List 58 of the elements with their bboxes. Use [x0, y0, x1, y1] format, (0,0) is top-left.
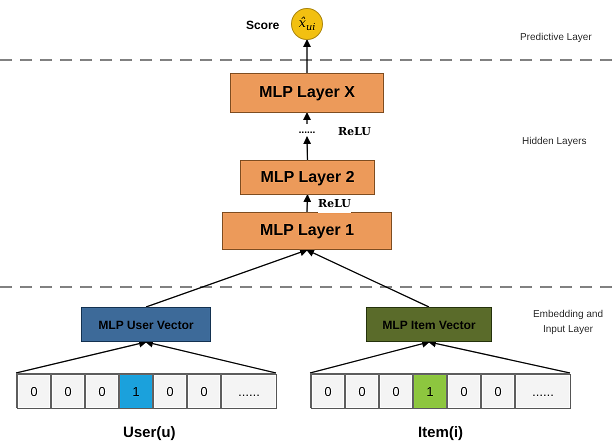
- node-label: 0: [324, 382, 332, 401]
- vector-cell: [481, 374, 515, 409]
- node-label: 1: [132, 382, 140, 401]
- node-label: ......: [298, 124, 316, 138]
- node-label: 0: [392, 382, 400, 401]
- node-label: MLP Item Vector: [382, 316, 476, 334]
- score-symbol: x̂$_{ui}$: [298, 15, 316, 34]
- arrow: [303, 136, 312, 160]
- layer-label: ReLU: [338, 124, 371, 140]
- node-label: MLP User Vector: [98, 316, 194, 334]
- vector-cell: [51, 374, 85, 409]
- layer-box: [230, 73, 384, 113]
- edge-label: ReLU: [318, 196, 351, 212]
- layer-box: [81, 307, 211, 342]
- arrow: [428, 340, 570, 374]
- vector-cell: [515, 374, 571, 409]
- node-label: 0: [494, 382, 502, 401]
- layer-box: [222, 212, 392, 250]
- node-label: 0: [200, 382, 208, 401]
- arrow: [16, 340, 147, 374]
- node-label: 0: [98, 382, 106, 401]
- vector-cell: [85, 374, 119, 409]
- node-label: MLP Layer 2: [260, 168, 354, 188]
- arrow: [303, 194, 312, 212]
- layer-label: Embedding and Input Layer: [532, 308, 604, 337]
- arrow: [303, 39, 311, 73]
- vector-cell: [311, 374, 345, 409]
- node-label: 0: [30, 382, 38, 401]
- node-label: 0: [358, 382, 366, 401]
- layer-box: [240, 160, 375, 195]
- vector-cell: [379, 374, 413, 409]
- vector-cell: [17, 374, 51, 409]
- layer-box: [366, 307, 492, 342]
- arrow: [306, 249, 430, 308]
- arrow: [146, 248, 308, 308]
- vector-cell: [153, 374, 187, 409]
- node-label: ......: [238, 382, 260, 401]
- arrow: [310, 340, 430, 374]
- arrow: [145, 340, 276, 374]
- vector-cell: [345, 374, 379, 409]
- node-label: ......: [532, 382, 554, 401]
- node-label: MLP Layer 1: [260, 221, 354, 241]
- node-caption: User(u): [123, 423, 176, 443]
- layer-label: Predictive Layer: [520, 31, 592, 45]
- node-caption: Score: [246, 17, 280, 34]
- node-label: MLP Layer X: [259, 83, 355, 103]
- vector-cell: [413, 374, 447, 409]
- node-label: 0: [460, 382, 468, 401]
- arrow: [303, 112, 311, 124]
- node-caption: Item(i): [418, 423, 463, 443]
- vector-cell: [187, 374, 221, 409]
- node-label: 1: [426, 382, 434, 401]
- vector-cell: [119, 374, 153, 409]
- node-label: 0: [64, 382, 72, 401]
- vector-cell: [221, 374, 277, 409]
- vector-cell: [447, 374, 481, 409]
- node-label: 0: [166, 382, 174, 401]
- layer-label: Hidden Layers: [522, 135, 586, 149]
